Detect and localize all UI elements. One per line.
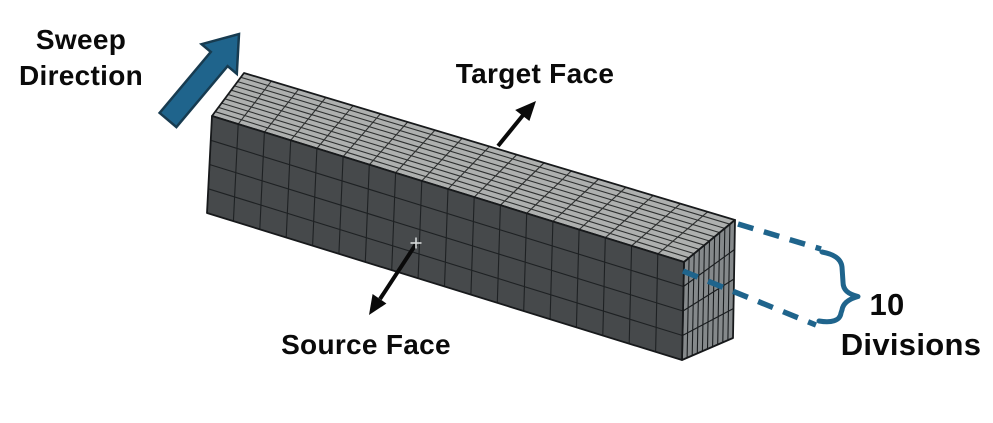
meshed-beam [206, 72, 736, 361]
source-face-arrow-icon [369, 242, 418, 315]
sweep-direction-arrow-icon [157, 32, 241, 129]
target-face-arrow-icon [496, 101, 536, 148]
source-face-label: Source Face [281, 329, 451, 360]
divisions-dashed-line-top [737, 221, 822, 252]
source-point-marker-icon [410, 237, 422, 249]
beam-front-face [206, 115, 685, 361]
divisions-brace-icon [816, 249, 861, 325]
divisions-word-label: Divisions [840, 327, 982, 362]
divisions-dashed-line-bottom [681, 268, 818, 328]
target-face-label: Target Face [455, 58, 615, 89]
divisions-count-label: 10 [869, 287, 905, 322]
annotations [157, 32, 861, 328]
sweep-direction-label: Sweep Direction [18, 24, 144, 91]
